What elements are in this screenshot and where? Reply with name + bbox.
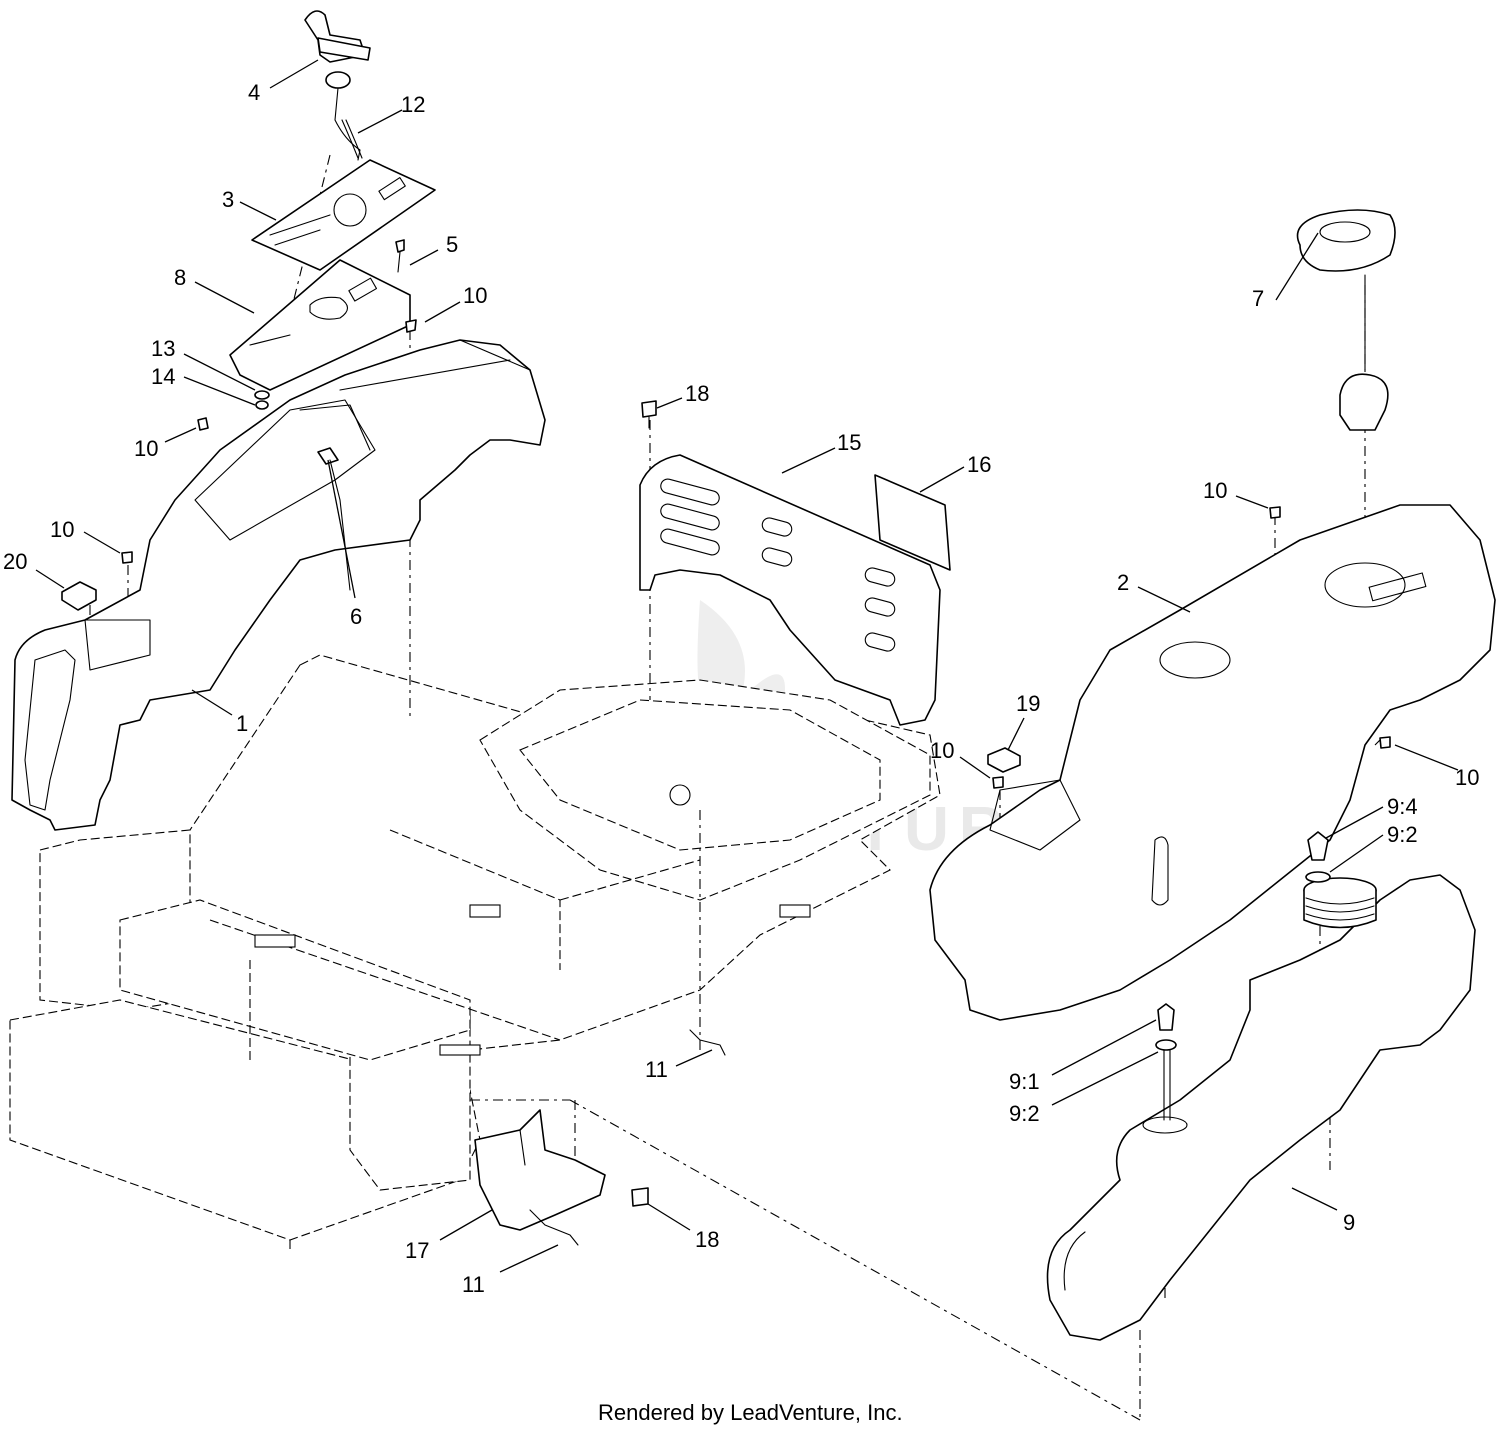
callout-14: 14 [151, 364, 175, 389]
callout-10: 10 [463, 283, 487, 308]
callout-9: 9 [1343, 1210, 1355, 1235]
part-13-14-nut-washer [254, 390, 270, 410]
callout-13: 13 [151, 336, 175, 361]
part-9-fuel-tank [1046, 874, 1476, 1341]
callout-4: 4 [248, 80, 260, 105]
part-2-right-fender [929, 504, 1496, 1021]
footer-credit: Rendered by LeadVenture, Inc. [598, 1400, 903, 1425]
callout-10: 10 [50, 517, 74, 542]
callout-12: 12 [401, 92, 425, 117]
callout-8: 8 [174, 265, 186, 290]
callout-15: 15 [837, 430, 861, 455]
part-11-rods [529, 1029, 726, 1246]
callout-18: 18 [695, 1227, 719, 1252]
callout-9-1: 9:1 [1009, 1069, 1040, 1094]
callout-10: 10 [930, 738, 954, 763]
callout-16: 16 [967, 452, 991, 477]
callout-2: 2 [1117, 570, 1129, 595]
part-7-fuel-cap [1296, 209, 1396, 431]
callout-1: 1 [236, 711, 248, 736]
callout-labels: 4 12 3 5 8 10 13 14 10 10 20 6 1 18 15 1… [3, 80, 1479, 1297]
callout-6: 6 [350, 604, 362, 629]
callout-10: 10 [1455, 765, 1479, 790]
callout-19: 19 [1016, 691, 1040, 716]
part-17-bracket [474, 1109, 606, 1231]
callout-9-2: 9:2 [1009, 1101, 1040, 1126]
leader-lines [35, 59, 1459, 1273]
part-20-bracket [61, 581, 97, 611]
part-3-decal-plate [251, 159, 436, 271]
callout-9-4: 9:4 [1387, 794, 1418, 819]
part-5-screw [395, 239, 405, 273]
callout-10: 10 [1203, 478, 1227, 503]
part-19-clip [987, 747, 1021, 773]
chassis-frame [9, 654, 941, 1250]
fasteners-10 [121, 319, 1391, 789]
part-12-cable [341, 119, 363, 159]
part-4-lever-knob [304, 10, 371, 161]
callout-17: 17 [405, 1238, 429, 1263]
part-15-seat-shield [639, 454, 941, 726]
callout-10: 10 [134, 436, 158, 461]
part-1-left-fender [11, 339, 546, 831]
part-9-fittings [1155, 831, 1331, 1121]
callout-7: 7 [1252, 286, 1264, 311]
callout-11: 11 [462, 1272, 485, 1297]
part-16-decal [874, 474, 951, 571]
callout-9-2: 9:2 [1387, 822, 1418, 847]
callout-18: 18 [685, 381, 709, 406]
callout-20: 20 [3, 549, 27, 574]
callout-3: 3 [222, 187, 234, 212]
callout-5: 5 [446, 232, 458, 257]
part-6-bracket [317, 447, 351, 591]
callout-11: 11 [645, 1057, 668, 1082]
